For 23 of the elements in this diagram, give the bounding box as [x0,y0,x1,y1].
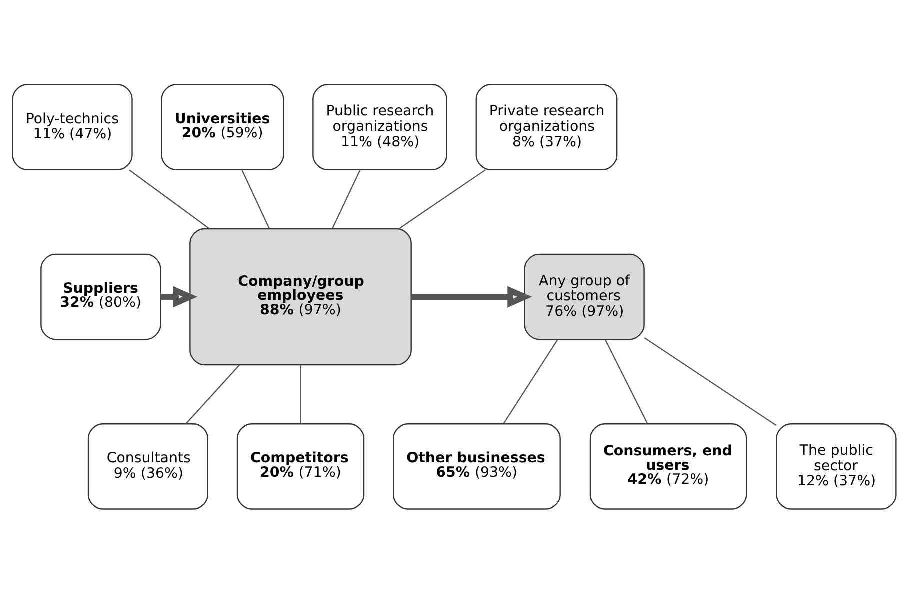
node-box: Private research organizations 8% (37%) [476,84,618,170]
arrow [412,286,532,308]
connector [399,169,486,229]
connector [242,170,270,229]
node-box: Any group of customers 76% (97%) [524,253,645,340]
connector [503,339,558,424]
connector [332,170,361,229]
node-box: Suppliers 32% (80%) [40,253,162,340]
connector [186,364,240,424]
connector [605,339,648,424]
node-box: Consumers, end users 42% (72%) [590,423,748,510]
node-box: Competitors 20% (71%) [236,423,365,510]
node-box: The public sector 12% (37%) [776,423,897,510]
connector [644,337,777,426]
node-box: Consultants 9% (36%) [88,423,209,510]
arrow [160,286,198,308]
node-box: Other businesses 65% (93%) [393,423,561,510]
connector [300,364,302,424]
node-box: Company/group employees 88% (97%) [190,228,412,366]
connector [129,169,210,229]
node-box: Universities 20% (59%) [161,84,284,170]
node-box: Public research organizations 11% (48%) [312,84,448,170]
node-box: Poly-technics 11% (47%) [12,84,133,170]
